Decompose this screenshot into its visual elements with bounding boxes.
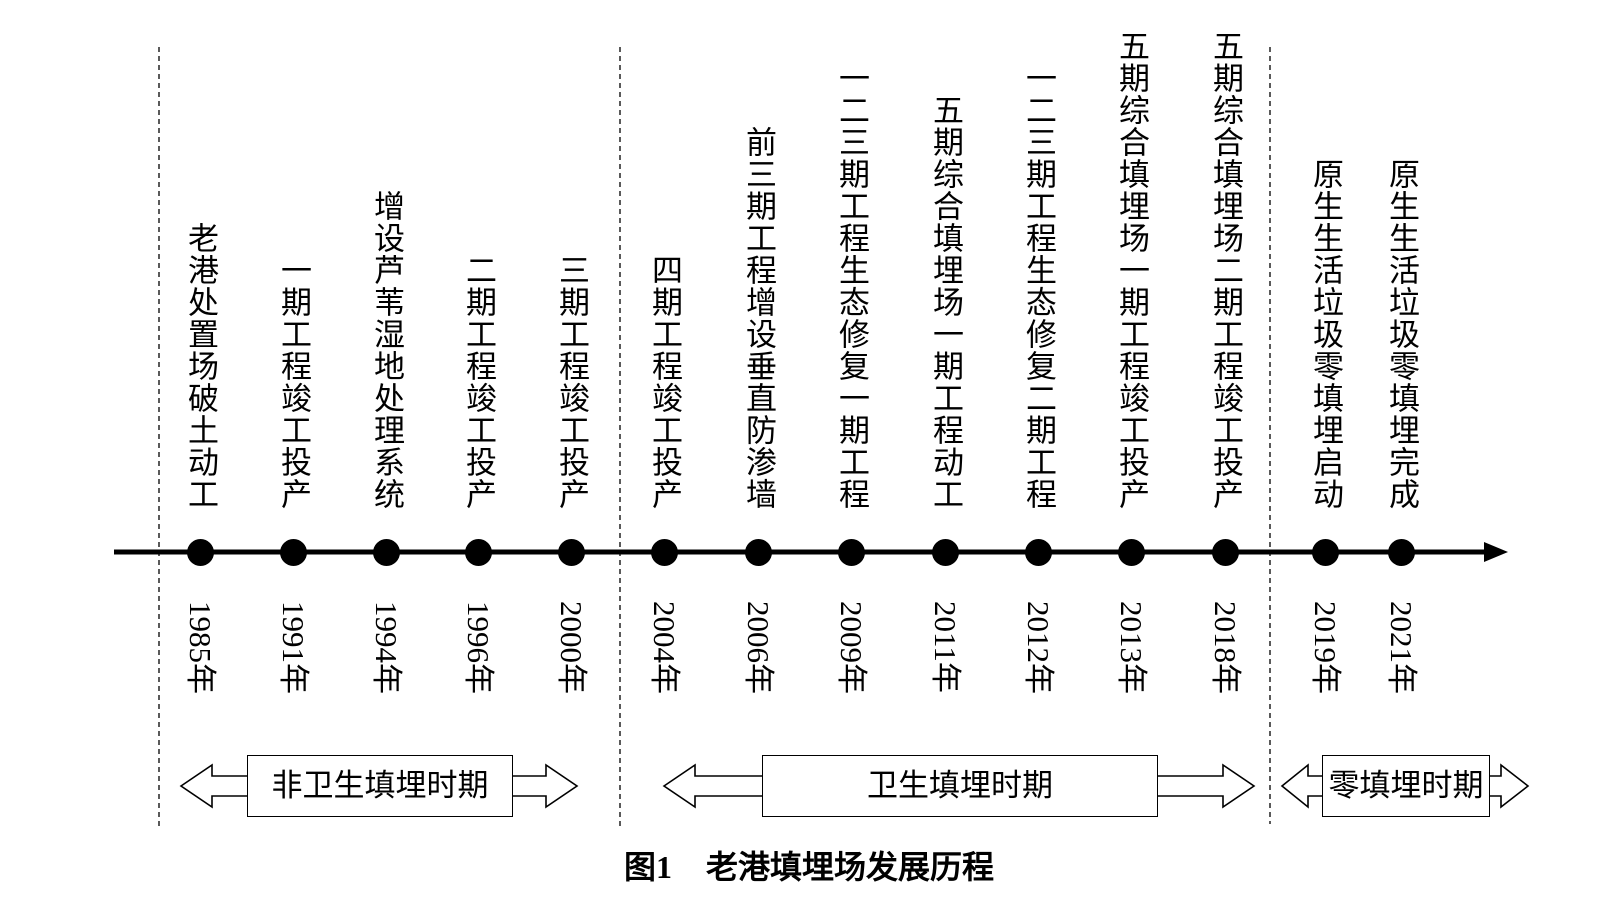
timeline-dot: [464, 538, 492, 566]
event-label: 五期综合填埋场二期工程竣工投产: [1208, 30, 1243, 510]
event-year: 1994年: [369, 601, 404, 694]
period-label-sanitary: 卫生填埋时期: [762, 755, 1158, 817]
timeline-dot: [1387, 538, 1415, 566]
period-label-zero-landfill: 零填埋时期: [1322, 755, 1490, 817]
timeline-dot: [1211, 538, 1239, 566]
event-label: 二期工程竣工投产: [461, 254, 496, 510]
timeline-dot: [279, 538, 307, 566]
event-label: 增设芦苇湿地处理系统: [369, 190, 404, 510]
timeline-dot: [1117, 538, 1145, 566]
period-label-non-sanitary: 非卫生填埋时期: [247, 755, 513, 817]
figure-caption: 图1 老港填埋场发展历程: [0, 845, 1618, 885]
timeline-dot: [650, 538, 678, 566]
event-year: 1996年: [461, 601, 496, 694]
event-year: 2004年: [647, 601, 682, 694]
event-year: 2013年: [1114, 601, 1149, 694]
event-label: 三期工程竣工投产: [554, 254, 589, 510]
timeline-dot: [372, 538, 400, 566]
event-year: 2018年: [1208, 601, 1243, 694]
event-label: 老港处置场破土动工: [183, 222, 218, 510]
event-year: 2009年: [834, 601, 869, 694]
event-label: 五期综合填埋场一期工程竣工投产: [1114, 30, 1149, 510]
event-year: 2011年: [928, 601, 963, 693]
timeline-dot: [1311, 538, 1339, 566]
event-label: 一期工程竣工投产: [276, 254, 311, 510]
event-label: 五期综合填埋场一期工程动工: [928, 94, 963, 510]
event-year: 1991年: [276, 601, 311, 694]
event-year: 2012年: [1021, 601, 1056, 694]
timeline-dot: [186, 538, 214, 566]
timeline-dot: [744, 538, 772, 566]
event-label: 四期工程竣工投产: [647, 254, 682, 510]
event-label: 原生生活垃圾零填埋完成: [1384, 158, 1419, 510]
event-year: 2000年: [554, 601, 589, 694]
timeline-dot: [931, 538, 959, 566]
event-label: 一二三期工程生态修复二期工程: [1021, 62, 1056, 510]
timeline-dot: [837, 538, 865, 566]
event-year: 2006年: [741, 601, 776, 694]
figure-number: 图1: [623, 849, 672, 885]
event-label: 前三期工程增设垂直防渗墙: [741, 126, 776, 510]
figure-title: 老港填埋场发展历程: [706, 849, 995, 885]
timeline-dot: [1024, 538, 1052, 566]
event-year: 1985年: [183, 601, 218, 694]
event-year: 2019年: [1308, 601, 1343, 694]
event-label: 原生生活垃圾零填埋启动: [1308, 158, 1343, 510]
event-label: 一二三期工程生态修复一期工程: [834, 62, 869, 510]
time-axis-arrowhead: [1484, 542, 1508, 562]
timeline-dot: [557, 538, 585, 566]
event-year: 2021年: [1384, 601, 1419, 694]
